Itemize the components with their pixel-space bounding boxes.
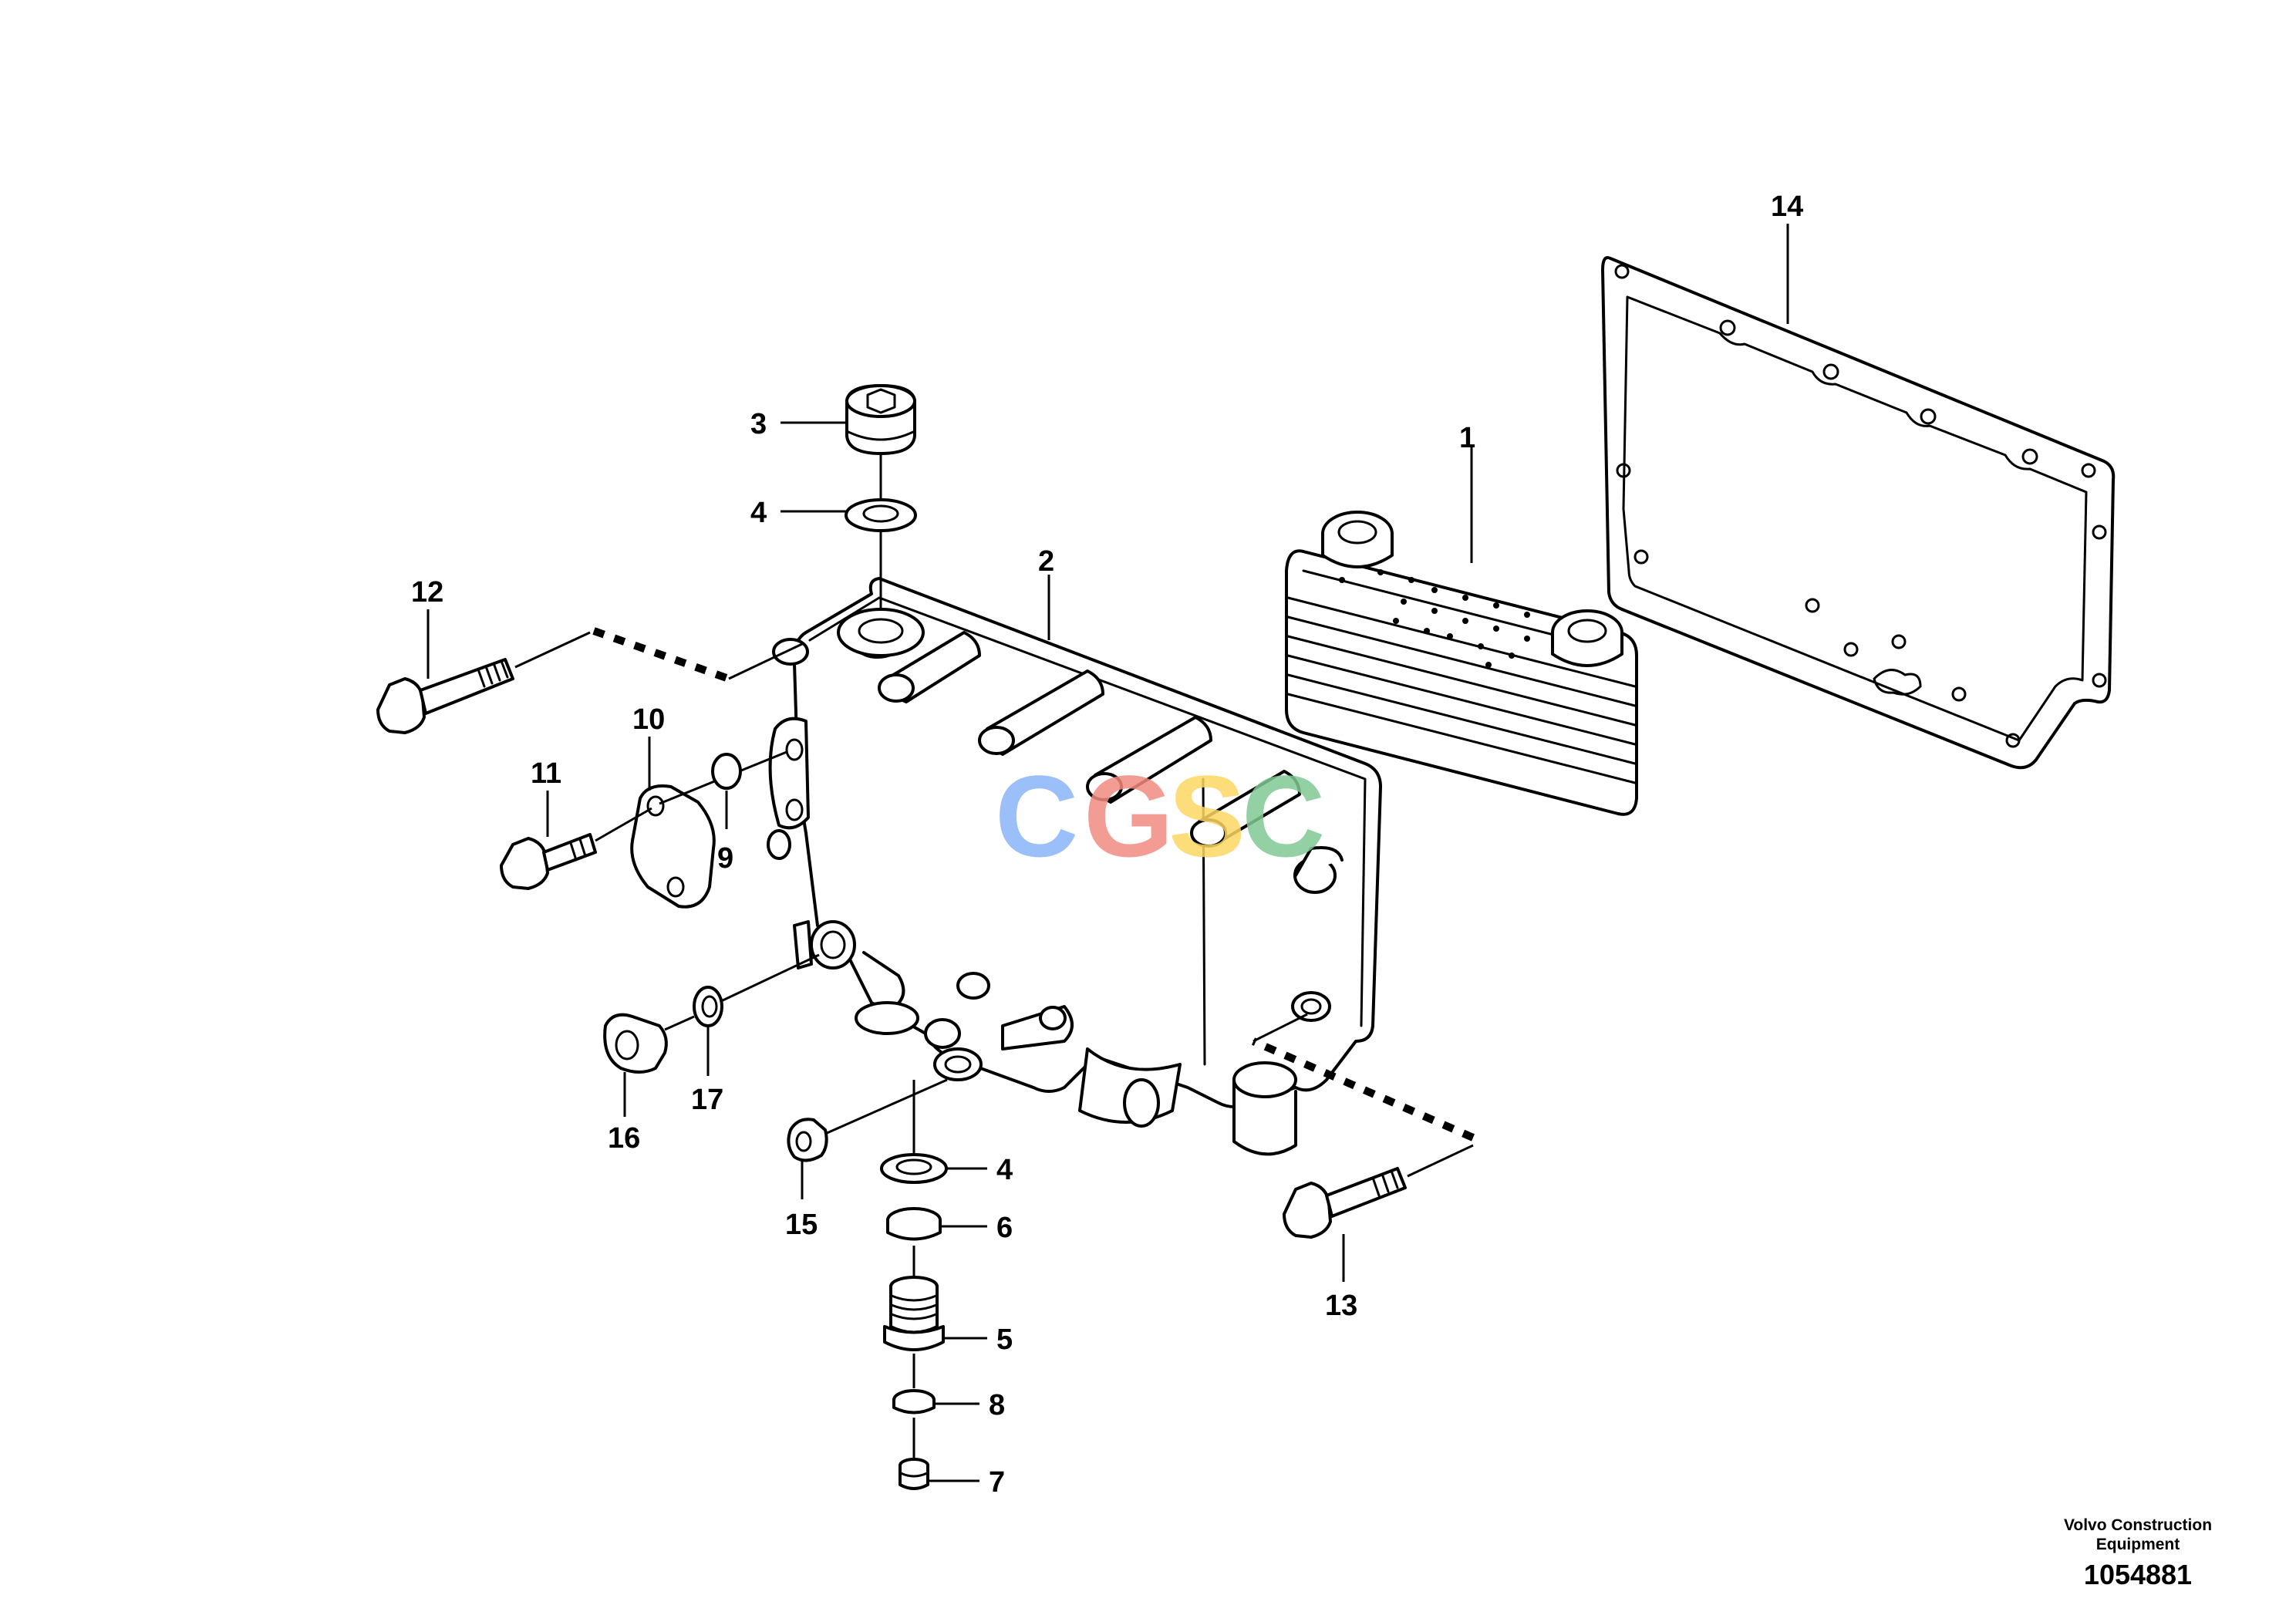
plug-part-7 [899,1458,929,1490]
housing-tube-bosses [878,631,1344,894]
callout-labels: 1 2 3 4 4 5 6 7 8 9 10 11 12 13 14 15 16… [411,191,1803,1499]
oil-cooler-part-1 [1285,511,1638,816]
callout-13: 13 [1325,1290,1357,1322]
callout-3: 3 [750,408,767,440]
valve-part-5 [883,1276,945,1351]
document-number: 1054881 [2083,1559,2193,1590]
callout-17: 17 [691,1084,723,1116]
watermark: C G S C [995,751,1325,881]
watermark-letter: S [1168,751,1246,881]
callout-5: 5 [996,1324,1013,1356]
washer-part-4-bottom [880,1153,948,1184]
callout-9: 9 [717,842,733,875]
washer-part-8 [892,1389,936,1415]
callout-2: 2 [1038,545,1054,578]
callout-15: 15 [785,1209,818,1241]
cover-plate-part-10 [630,784,716,909]
watermark-letter: C [1242,751,1325,881]
footer-caption: Volvo Construction Equipment 1054881 [2022,1516,2254,1591]
callout-16: 16 [608,1122,640,1155]
callout-7: 7 [989,1466,1005,1499]
washer-part-4-top [845,498,917,532]
plug-part-15 [787,1118,828,1162]
watermark-letter: G [1084,751,1174,881]
callout-4-bottom: 4 [996,1154,1013,1186]
brand-line-1: Volvo Construction [2063,1516,2213,1534]
cooler-housing-part-2 [767,577,1382,1156]
callout-1: 1 [1459,422,1475,454]
callout-8: 8 [989,1389,1005,1421]
ring-part-6 [886,1207,942,1241]
bolt-part-12 [376,658,514,734]
watermark-letter: C [995,751,1078,881]
callout-14: 14 [1771,191,1803,223]
bolt-part-11 [500,833,597,890]
callout-4-top: 4 [750,497,767,529]
callout-6: 6 [996,1212,1013,1244]
o-ring-part-9 [711,753,742,790]
washer-part-17 [693,986,723,1027]
gasket-part-14 [1601,256,2116,770]
callout-11: 11 [531,757,561,790]
brand-line-2: Equipment [2095,1536,2180,1553]
cooler-perforations [1339,569,1530,668]
plug-part-3 [845,384,916,455]
plug-part-16 [603,1013,668,1074]
callout-leaders [426,224,1789,1482]
callout-10: 10 [632,703,665,736]
callout-12: 12 [411,576,443,609]
bolt-part-13 [1283,1167,1407,1239]
